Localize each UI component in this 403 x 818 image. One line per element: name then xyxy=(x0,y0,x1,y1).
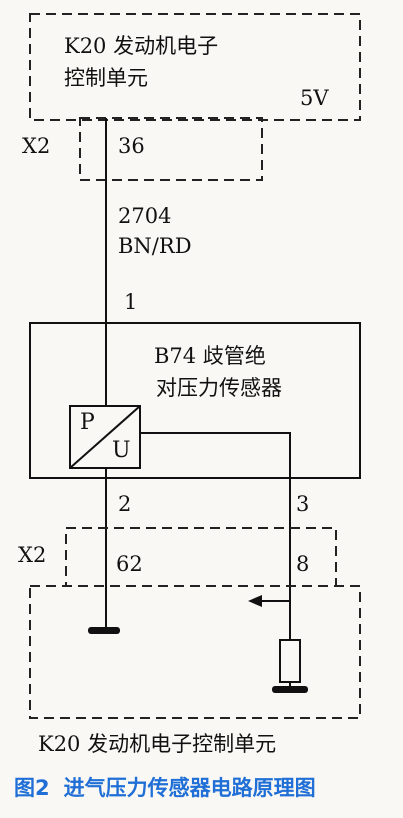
ecu-bottom-box xyxy=(29,585,361,719)
sensor-name-line1: B74 歧管绝 xyxy=(154,344,266,368)
figure-title: 进气压力传感器电路原理图 xyxy=(63,776,316,800)
sensor-box xyxy=(29,322,361,479)
connector-top-pin: 36 xyxy=(118,134,145,158)
ecu-bottom-name: K20 发动机电子控制单元 xyxy=(38,732,277,756)
connector-bottom-box xyxy=(65,527,337,587)
ground-bar-right xyxy=(272,686,308,693)
connector-top-box xyxy=(79,117,263,181)
wire-code: 2704 xyxy=(118,204,172,228)
ecu-top-name-line1: K20 发动机电子 xyxy=(64,34,219,58)
connector-bottom-pin-right: 8 xyxy=(296,552,310,576)
connector-bottom-label: X2 xyxy=(18,543,47,567)
sensor-pin-in: 1 xyxy=(124,290,138,314)
ecu-top-box xyxy=(29,13,361,121)
input-arrow-head xyxy=(248,595,262,607)
ecu-top-name-line2: 控制单元 xyxy=(64,66,148,90)
connector-bottom-pin-left: 62 xyxy=(116,552,143,576)
pu-symbol-u: U xyxy=(112,438,131,463)
sensor-name-line2: 对压力传感器 xyxy=(156,376,282,400)
figure-number: 图2 xyxy=(14,776,50,800)
pulldown-resistor xyxy=(279,639,301,683)
figure-caption: 图2 进气压力传感器电路原理图 xyxy=(14,772,316,802)
pu-symbol-p: P xyxy=(80,410,95,435)
signal-wire-out xyxy=(140,432,291,640)
ecu-supply-voltage: 5V xyxy=(300,86,329,110)
wire-color: BN/RD xyxy=(118,234,192,258)
sensor-pin-out-left: 2 xyxy=(118,492,132,516)
pu-diagonal xyxy=(69,405,141,469)
ground-bar-left xyxy=(88,627,120,634)
connector-top-label: X2 xyxy=(22,134,51,158)
sensor-pin-out-right: 3 xyxy=(296,492,310,516)
